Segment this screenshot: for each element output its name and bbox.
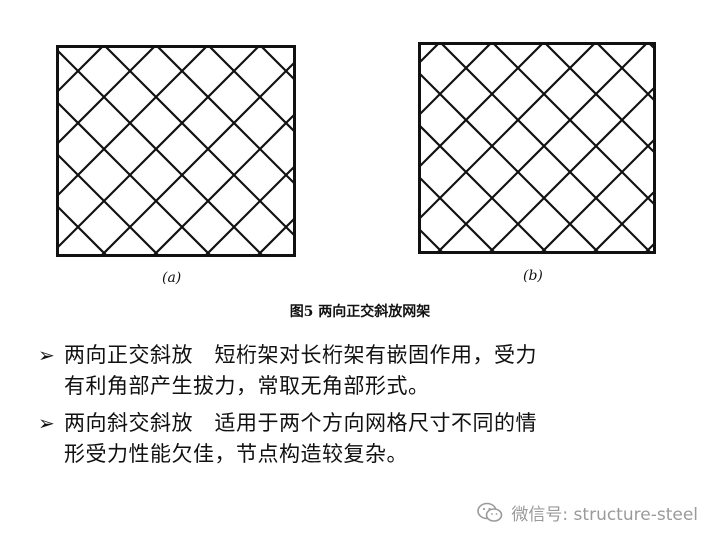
grid-line bbox=[56, 45, 105, 95]
bullet-line: 两向斜交斜放 适用于两个方向网格尺寸不同的情 bbox=[64, 411, 537, 435]
grid-line bbox=[56, 47, 265, 257]
diagram-a-caption: (a) bbox=[162, 270, 182, 286]
bullet-line: 两向正交斜放 短桁架对长桁架有嵌固作用，受力 bbox=[64, 343, 537, 367]
grid-line bbox=[56, 99, 213, 257]
bullet-text: 两向正交斜放 短桁架对长桁架有嵌固作用，受力 有利角部产生拔力，常取无角部形式。 bbox=[64, 340, 537, 402]
watermark-text: 微信号: structure-steel bbox=[511, 505, 698, 525]
grid-line bbox=[103, 45, 296, 239]
grid-line bbox=[151, 111, 296, 257]
grid-line bbox=[543, 42, 656, 156]
grid-line bbox=[255, 215, 296, 257]
grid-line bbox=[99, 59, 296, 257]
grid-line bbox=[418, 70, 601, 254]
grid-line bbox=[595, 42, 656, 104]
grid-line bbox=[418, 226, 445, 254]
grid-diagram-a bbox=[56, 45, 296, 257]
bullet-line: 有利角部产生拔力，常取无角部形式。 bbox=[64, 374, 430, 398]
grid-line bbox=[418, 42, 493, 118]
grid-line bbox=[418, 42, 545, 170]
grid-line bbox=[435, 42, 649, 254]
bullet-text: 两向斜交斜放 适用于两个方向网格尺寸不同的情 形受力性能欠佳，节点构造较复杂。 bbox=[64, 408, 537, 470]
grid-line bbox=[259, 45, 296, 83]
arrow-bullet-icon: ➢ bbox=[38, 411, 55, 435]
grid-line bbox=[155, 45, 296, 187]
arrow-bullet-icon: ➢ bbox=[38, 343, 55, 367]
watermark: 微信号: structure-steel bbox=[477, 500, 698, 525]
grid-line bbox=[56, 203, 109, 257]
grid-line bbox=[203, 163, 296, 257]
grid-line bbox=[487, 84, 656, 254]
bullet-list: ➢ 两向正交斜放 短桁架对长桁架有嵌固作用，受力 有利角部产生拔力，常取无角部形… bbox=[38, 340, 688, 476]
bullet-line: 形受力性能欠佳，节点构造较复杂。 bbox=[64, 442, 408, 466]
grid-line bbox=[56, 45, 209, 199]
grid-line bbox=[491, 42, 656, 208]
grid-line bbox=[56, 151, 161, 257]
grid-diagram-b bbox=[418, 42, 656, 254]
grid-line bbox=[56, 45, 261, 251]
grid-line bbox=[539, 136, 656, 254]
bullet-item: ➢ 两向正交斜放 短桁架对长桁架有嵌固作用，受力 有利角部产生拔力，常取无角部形… bbox=[38, 340, 688, 402]
wechat-icon bbox=[477, 502, 503, 522]
diagram-b-caption: (b) bbox=[523, 268, 543, 284]
figure-title: 图5 两向正交斜放网架 bbox=[289, 304, 431, 320]
grid-line bbox=[418, 174, 497, 254]
grid-line bbox=[591, 188, 656, 254]
bullet-item: ➢ 两向斜交斜放 适用于两个方向网格尺寸不同的情 形受力性能欠佳，节点构造较复杂… bbox=[38, 408, 688, 470]
grid-line bbox=[439, 42, 653, 254]
grid-line bbox=[418, 122, 549, 254]
grid-line bbox=[207, 45, 296, 135]
grid-line bbox=[56, 45, 157, 147]
